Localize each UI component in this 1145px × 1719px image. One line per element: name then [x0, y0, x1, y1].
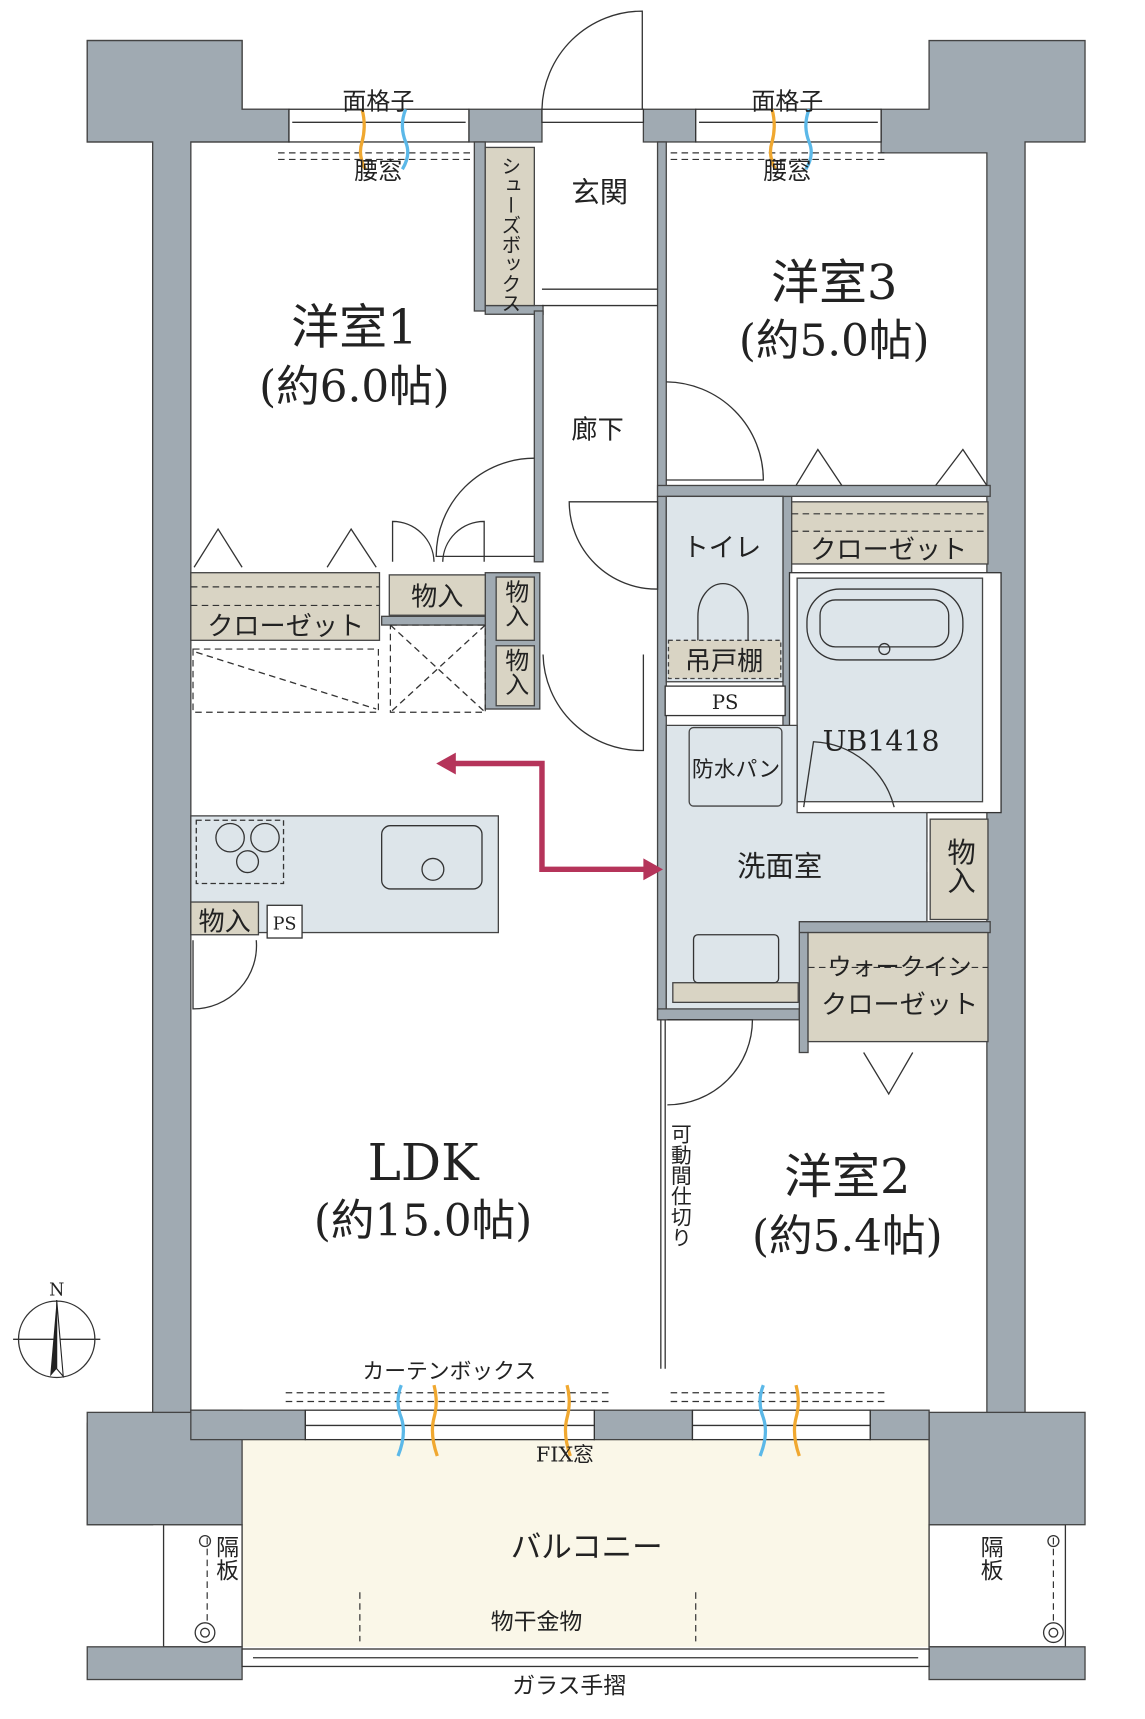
label-storage-washroom: 物入 — [943, 838, 976, 895]
label-toilet: トイレ — [683, 533, 761, 563]
label-hanging-shelf: 吊戸棚 — [685, 647, 763, 677]
vanity-shelf — [672, 982, 799, 1004]
curtain-icons — [358, 108, 813, 1457]
hanging-cabinet-center — [389, 624, 486, 713]
doors — [192, 381, 988, 1106]
label-fix-window: FIX窓 — [536, 1442, 594, 1466]
label-balcony: バルコニー — [511, 1530, 663, 1565]
label-waist-window-right: 腰窓 — [763, 157, 811, 185]
toilet-bowl-icon — [697, 582, 749, 660]
label-partition-right: 隔板 — [976, 1536, 1003, 1582]
unit-bath — [796, 577, 984, 803]
label-room2-size: (約5.4帖) — [752, 1212, 943, 1262]
label-unit-bath: UB1418 — [823, 724, 940, 757]
storage-a — [388, 574, 486, 616]
label-ldk-size: (約15.0帖) — [314, 1197, 532, 1247]
label-glass-railing: ガラス手摺 — [512, 1674, 626, 1700]
stove-icon — [195, 819, 285, 885]
window-room3 — [670, 108, 889, 161]
shoe-box — [484, 146, 535, 307]
flow-arrow-icon — [452, 760, 646, 873]
label-room2-name: 洋室2 — [784, 1149, 910, 1205]
waterproof-pan — [688, 726, 783, 807]
label-ps-kitchen: PS — [273, 914, 297, 934]
label-ldk-name: LDK — [368, 1133, 481, 1192]
label-room1-name: 洋室1 — [291, 300, 417, 356]
label-shoe-box: シューズボックス — [498, 156, 521, 313]
label-laundry-hardware: 物干金物 — [491, 1609, 583, 1635]
storage-c — [495, 645, 535, 707]
label-closet-room1: クローゼット — [207, 612, 364, 642]
sink-icon — [381, 825, 483, 890]
window-room1 — [278, 108, 475, 161]
label-lattice-right: 面格子 — [751, 87, 823, 115]
label-walkin-1: ウォークイン — [828, 953, 972, 981]
label-room3-size: (約5.0帖) — [739, 317, 930, 367]
hanging-shelf — [667, 639, 782, 680]
window-ldk — [285, 1392, 613, 1441]
label-walkin-2: クローゼット — [821, 990, 978, 1020]
bathtub-icon — [806, 588, 964, 661]
storage-kitchen — [190, 901, 260, 936]
label-lattice-left: 面格子 — [342, 87, 414, 115]
ps-kitchen — [266, 904, 303, 939]
compass-icon: N — [13, 1281, 101, 1379]
walls — [86, 39, 1086, 1681]
storage-washroom — [929, 818, 989, 921]
label-closet-room3: クローゼット — [810, 536, 967, 566]
window-room2 — [670, 1392, 886, 1441]
label-movable-partition: 可動間仕切り — [667, 1123, 691, 1247]
ps-toilet — [664, 685, 786, 717]
label-washroom: 洗面室 — [737, 850, 822, 883]
label-room3-name: 洋室3 — [771, 255, 897, 311]
label-entrance: 玄関 — [571, 176, 628, 209]
label-room1-size: (約6.0帖) — [259, 363, 450, 413]
balcony-fittings — [194, 1534, 1064, 1644]
walk-in-closet — [807, 931, 989, 1043]
label-storage-a: 物入 — [411, 582, 463, 612]
label-partition-left: 隔板 — [212, 1536, 239, 1582]
label-waterproof-pan: 防水パン — [692, 758, 780, 783]
label-storage-b: 物入 — [501, 579, 529, 627]
balcony-floor — [242, 1439, 930, 1647]
label-ps-toilet: PS — [712, 691, 739, 714]
compass-north-label: N — [49, 1281, 64, 1301]
label-storage-c: 物入 — [501, 648, 529, 696]
closet-room3 — [791, 501, 989, 565]
hanging-cabinet-room1 — [192, 648, 379, 713]
entrance-door[interactable] — [541, 10, 658, 307]
label-waist-window-left: 腰窓 — [354, 157, 402, 185]
label-hallway: 廊下 — [571, 416, 623, 446]
storage-b — [495, 576, 535, 641]
label-curtain-box: カーテンボックス — [362, 1360, 536, 1385]
closet-room1 — [190, 572, 381, 641]
label-storage-kitchen: 物入 — [198, 907, 250, 937]
